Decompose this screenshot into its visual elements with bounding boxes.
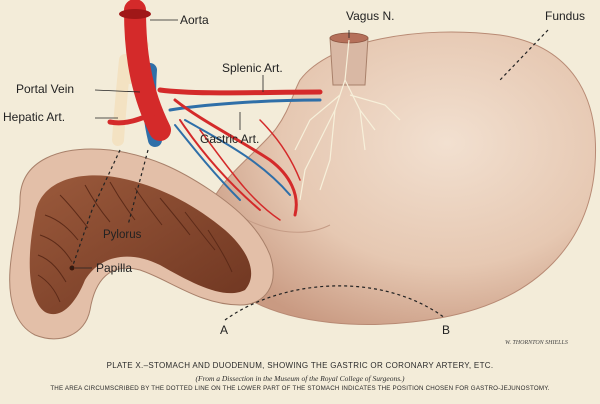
anatomical-illustration: Aorta Vagus N. Fundus Portal Vein Spleni… [3,0,597,346]
label-pylorus: Pylorus [103,229,142,241]
arteries [107,0,323,221]
duodenum [9,148,274,340]
label-vagus: Vagus N. [346,9,394,23]
label-aorta: Aorta [180,13,209,27]
label-hepatic-art: Hepatic Art. [3,110,65,124]
label-papilla: Papilla [96,261,132,275]
caption-note: THE AREA CIRCUMSCRIBED BY THE DOTTED LIN… [50,385,550,392]
caption-title: PLATE X.–STOMACH AND DUODENUM, SHOWING T… [106,361,494,370]
aorta-opening [119,9,151,19]
label-splenic-art: Splenic Art. [222,61,283,75]
caption-source: (From a Dissection in the Museum of the … [195,374,405,383]
label-point-b: B [442,323,450,337]
gastrojejunostomy-outline [224,285,446,321]
label-fundus: Fundus [545,9,585,23]
artist-signature: W. THORNTON SHIELLS [505,340,568,346]
label-leaders [71,19,549,269]
label-portal-vein: Portal Vein [16,82,74,96]
plate-caption: PLATE X.–STOMACH AND DUODENUM, SHOWING T… [0,352,600,404]
vagus-nerve-branches [294,39,401,201]
label-gastric-art: Gastric Art. [200,132,259,146]
label-point-a: A [220,323,228,337]
